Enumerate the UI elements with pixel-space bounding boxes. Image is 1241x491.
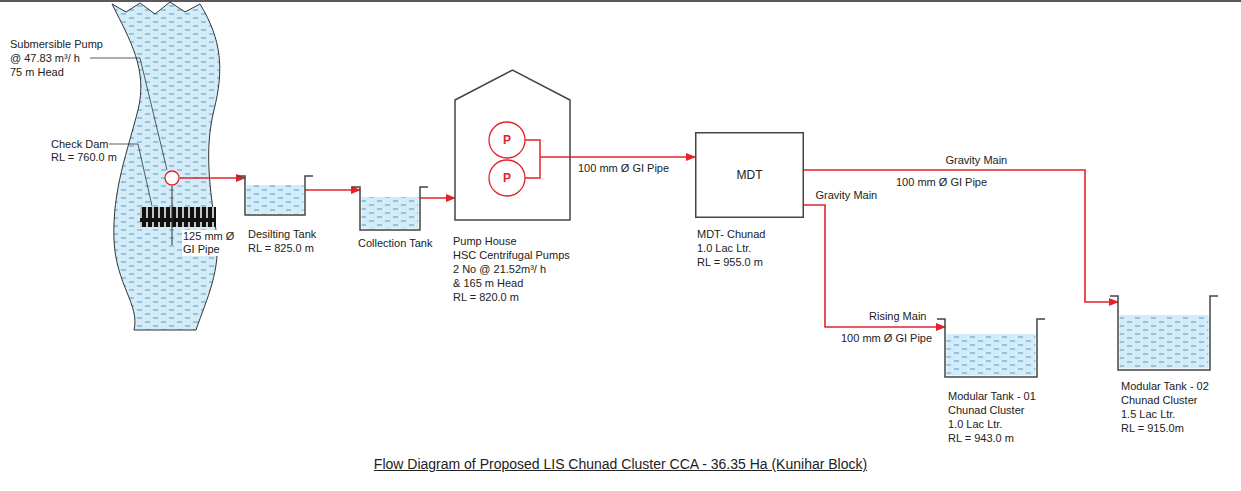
tank-wall	[237, 176, 313, 215]
node-text: P	[488, 134, 526, 147]
collection-tank: Collection Tank	[360, 183, 420, 230]
circle-outline	[489, 160, 525, 196]
node-text: P	[488, 172, 526, 185]
water-fill	[1120, 315, 1209, 369]
tank-wall	[352, 187, 428, 230]
node-text: Desilting Tank	[248, 228, 316, 241]
pipe-line	[305, 189, 360, 191]
node-text: RL = 955.0 m	[697, 256, 763, 269]
node-text: 1.0 Lac Ltr.	[697, 242, 751, 255]
pipe-line	[180, 177, 245, 179]
note-label: 100 mm Ø GI Pipe	[577, 162, 670, 175]
collection-tank-outline	[360, 183, 420, 230]
pipe-line	[804, 170, 1118, 302]
pipe-label: 125 mm Ø GI Pipe	[182, 230, 242, 256]
tank-wall	[1110, 296, 1218, 370]
top-rule	[0, 0, 1241, 2]
submersible-pump: Submersible Pump@ 47.83 m³/ h75 m Head	[164, 170, 180, 186]
note-label: RL = 760.0 m	[50, 151, 118, 164]
node-text: RL = 820.0 m	[453, 291, 519, 304]
modular-tank-outline	[1118, 292, 1210, 370]
pump-delivery	[540, 156, 570, 158]
node-text: 75 m Head	[10, 66, 64, 79]
node-text: RL = 915.0m	[1121, 422, 1184, 435]
node-text: Collection Tank	[358, 237, 432, 250]
modular-tank-outline	[945, 315, 1037, 377]
node-text: Modular Tank - 01	[948, 390, 1036, 403]
modular-tank: Modular Tank - 02Chunad Cluster1.5 Lac L…	[1118, 292, 1210, 370]
note-label: 100 mm Ø GI Pipe	[895, 176, 988, 189]
node-text: RL = 943.0 m	[948, 432, 1014, 445]
pump-symbol: P	[488, 128, 526, 152]
node-text: MDT	[695, 169, 804, 182]
pipe-label: Gravity Main	[815, 189, 879, 202]
caption: Flow Diagram of Proposed LIS Chunad Clus…	[374, 456, 867, 472]
pipe-line	[804, 205, 945, 327]
caption-row: Flow Diagram of Proposed LIS Chunad Clus…	[0, 456, 1241, 472]
node-text: @ 47.83 m³/ h	[10, 52, 80, 65]
modular-tank: Modular Tank - 01Chunad Cluster1.0 Lac L…	[945, 315, 1037, 377]
pipe-label: Gravity Main	[945, 154, 1009, 167]
check-dam	[140, 207, 216, 227]
node-text: 1.0 Lac Ltr.	[948, 418, 1002, 431]
water-fill	[362, 197, 419, 229]
mdt-tank: MDTMDT- Chunad1.0 Lac Ltr.RL = 955.0 m	[695, 132, 804, 218]
submersible-pump-outline	[164, 170, 180, 186]
circle-outline	[489, 122, 525, 158]
water-fill	[947, 334, 1036, 376]
desilting-tank: Desilting TankRL = 825.0 m	[245, 172, 305, 215]
note-label: Check Dam	[50, 138, 109, 151]
node-text: Modular Tank - 02	[1121, 380, 1209, 393]
node-text: HSC Centrifugal Pumps	[453, 249, 570, 262]
node-text: 1.5 Lac Ltr.	[1121, 408, 1175, 421]
pipe-label: Rising Main	[868, 310, 927, 323]
node-text: Pump House	[453, 235, 517, 248]
tank-wall	[937, 319, 1045, 377]
desilting-tank-outline	[245, 172, 305, 215]
node-text: Chunad Cluster	[1121, 394, 1197, 407]
circle-outline	[165, 171, 179, 185]
house-outline	[455, 70, 570, 220]
note-label: 100 mm Ø GI Pipe	[840, 332, 933, 345]
pump-house: Pump HouseHSC Centrifugal Pumps2 No @ 21…	[455, 70, 570, 220]
water-fill	[247, 185, 304, 214]
node-text: 2 No @ 21.52m³/ h	[453, 263, 546, 276]
pipe-line	[420, 197, 455, 199]
box-outline	[696, 133, 804, 218]
pump-column	[172, 186, 173, 245]
pump-symbol: P	[488, 166, 526, 190]
node-text: & 165 m Head	[453, 277, 523, 290]
node-text: Chunad Cluster	[948, 404, 1024, 417]
node-text: MDT- Chunad	[697, 228, 765, 241]
pipe-line	[570, 156, 695, 158]
node-text: RL = 825.0 m	[248, 242, 314, 255]
node-text: Submersible Pump	[10, 38, 103, 51]
